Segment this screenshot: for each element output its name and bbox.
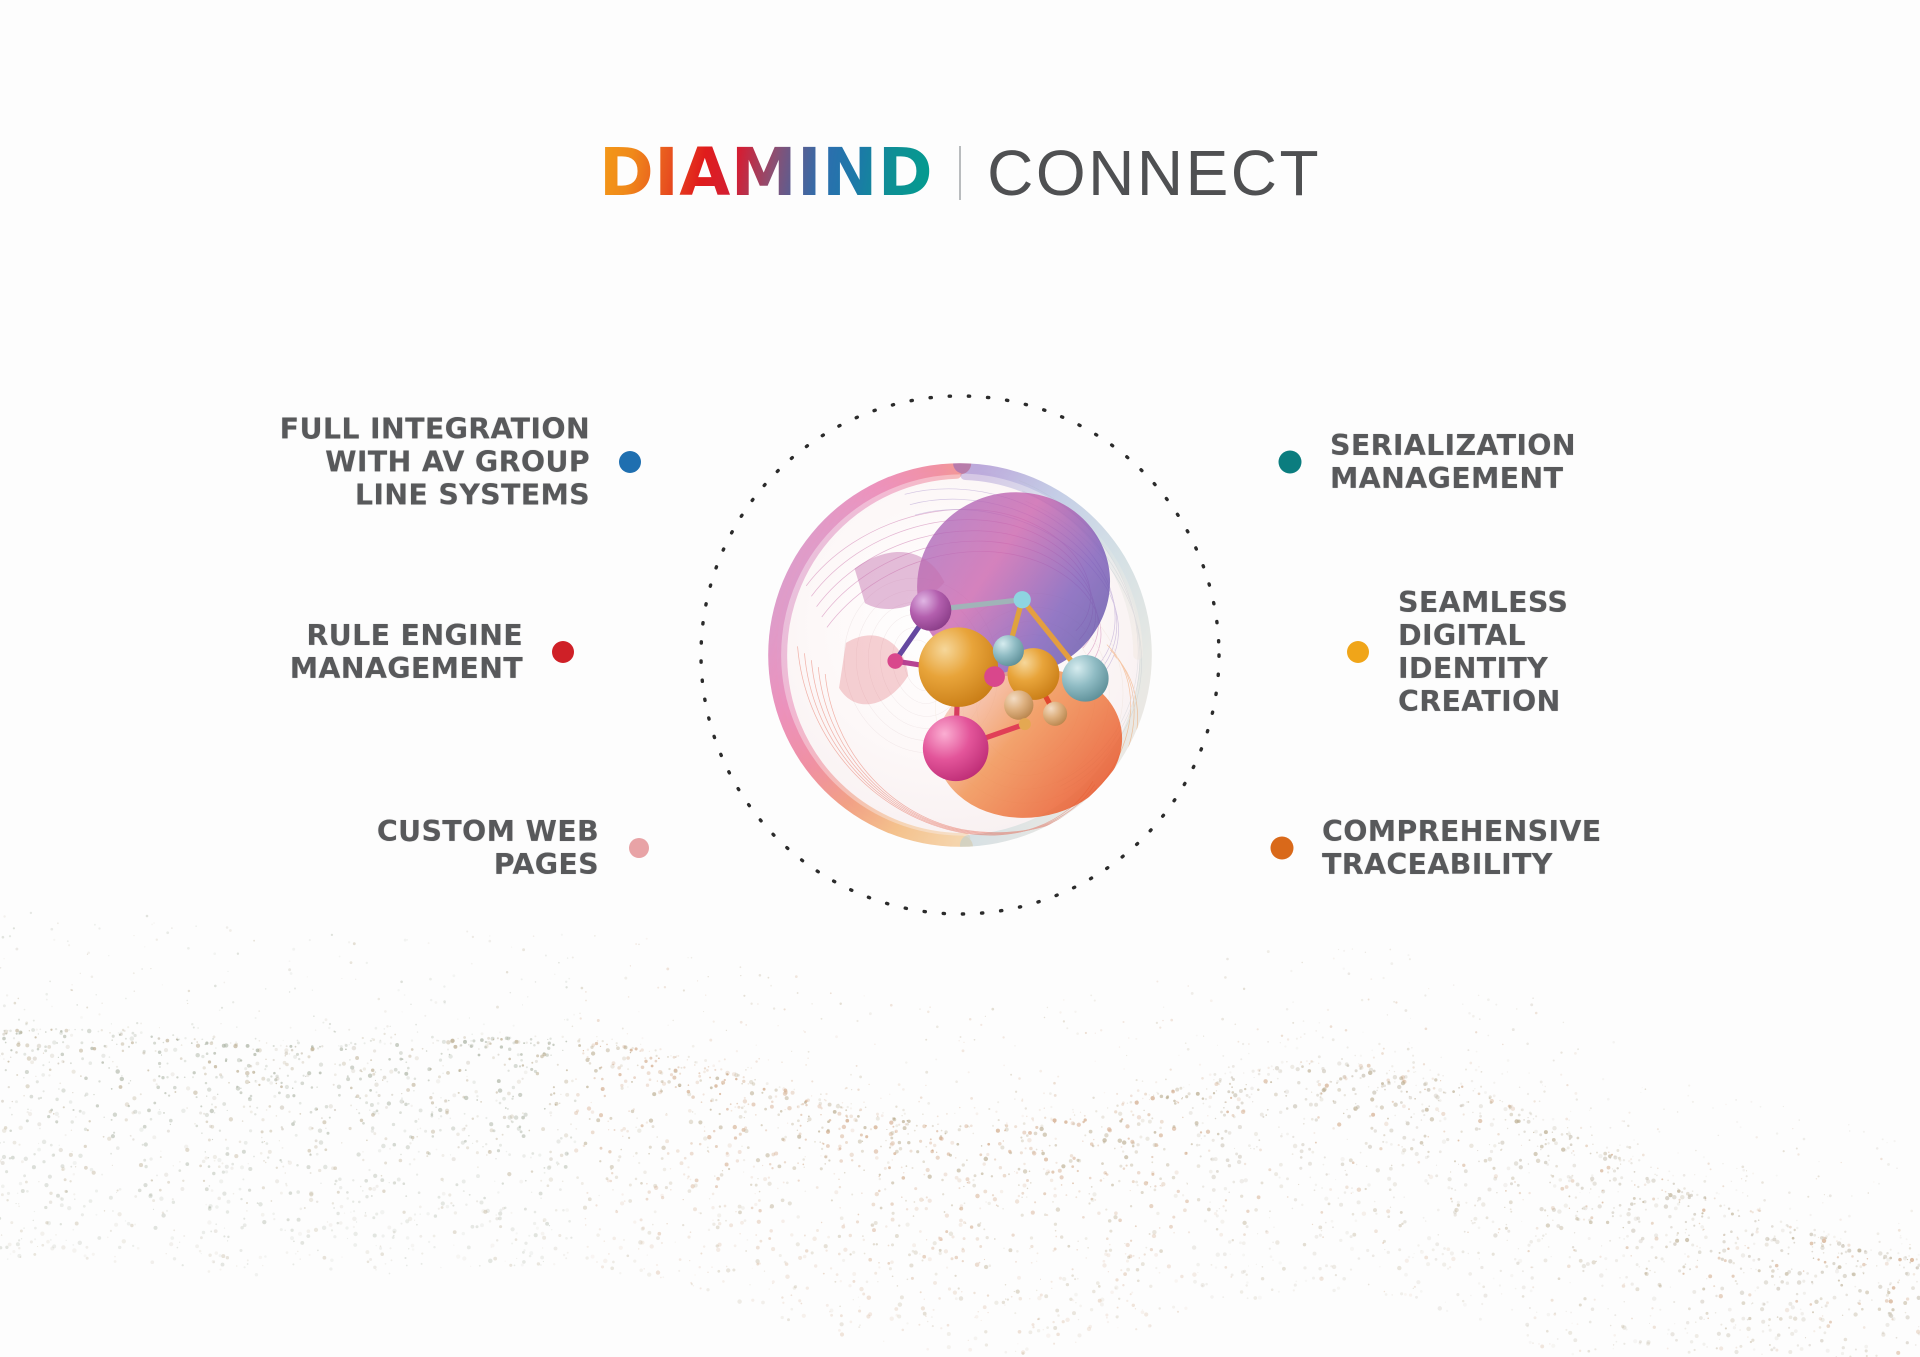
feature-orbit-diagram: FULL INTEGRATION WITH AV GROUP LINE SYST… — [260, 390, 1660, 1010]
feature-label-full-integration: FULL INTEGRATION WITH AV GROUP LINE SYST… — [279, 412, 590, 512]
node-dot-seamless-identity[interactable] — [1347, 641, 1369, 663]
network-sphere-graphic — [744, 439, 1176, 871]
node-dot-custom-web-pages[interactable] — [629, 838, 649, 858]
brand-logo: DIAMIND CONNECT — [0, 140, 1920, 206]
node-dot-rule-engine[interactable] — [552, 641, 574, 663]
orbit-circle — [699, 394, 1221, 916]
feature-label-rule-engine: RULE ENGINE MANAGEMENT — [289, 618, 523, 685]
feature-label-custom-web-pages: CUSTOM WEB PAGES — [376, 814, 599, 881]
logo-product-text: CONNECT — [987, 137, 1322, 209]
feature-label-seamless-identity: SEAMLESS DIGITAL IDENTITY CREATION — [1398, 585, 1569, 719]
feature-label-serialization: SERIALIZATION MANAGEMENT — [1330, 428, 1576, 495]
feature-label-traceability: COMPREHENSIVE TRACEABILITY — [1322, 814, 1602, 881]
node-dot-serialization[interactable] — [1278, 450, 1302, 474]
logo-divider — [959, 146, 962, 200]
node-dot-full-integration[interactable] — [619, 451, 641, 473]
node-dot-traceability[interactable] — [1270, 836, 1294, 860]
logo-brand-text: DIAMIND — [599, 140, 937, 206]
